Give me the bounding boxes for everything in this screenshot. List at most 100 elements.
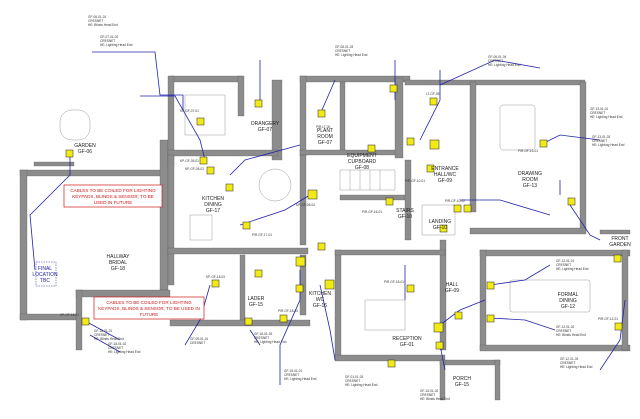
devices [65, 84, 623, 368]
sensor-device[interactable] [389, 84, 398, 93]
keypad-device[interactable] [426, 164, 435, 173]
keypad-device[interactable] [211, 279, 220, 288]
sensor-device[interactable] [406, 284, 415, 293]
cable-run [460, 199, 551, 216]
keypad-device[interactable] [307, 189, 318, 200]
device-label: KP-GF-18-01 [60, 313, 79, 317]
wall [339, 81, 346, 153]
keypad-device[interactable] [199, 156, 208, 165]
wall [494, 359, 501, 401]
sensor-device[interactable] [254, 99, 263, 108]
wall [299, 154, 307, 246]
sensor-device[interactable] [435, 341, 444, 350]
cable-run [321, 79, 336, 111]
wall [599, 229, 631, 235]
wall [334, 249, 342, 361]
keypad-device[interactable] [463, 204, 472, 213]
device-label: KP-GF-07-01 [180, 109, 199, 113]
sensor-device[interactable] [279, 314, 288, 323]
sensor-device[interactable] [429, 97, 438, 106]
wall [469, 81, 477, 213]
cable-run [569, 204, 601, 241]
stair-flight [339, 169, 396, 191]
device-label: PIR-GF-17-01 [252, 233, 272, 237]
sensor-device[interactable] [439, 224, 448, 233]
orangery-furniture [184, 94, 226, 136]
wall [33, 161, 75, 167]
sensor-device[interactable] [454, 311, 463, 320]
furniture [59, 94, 591, 331]
sensor-device[interactable] [254, 269, 263, 278]
note-box-bottom [93, 296, 205, 320]
keypad-device[interactable] [295, 256, 306, 267]
keypad-device[interactable] [225, 183, 234, 192]
device-label: PIR-GF-12-01 [598, 317, 618, 321]
wall [19, 169, 28, 321]
keypad-device[interactable] [81, 317, 90, 326]
wall [479, 344, 631, 352]
keypad-device[interactable] [486, 314, 495, 323]
sensor-device[interactable] [244, 317, 253, 326]
wall [469, 227, 587, 235]
wall [404, 79, 586, 86]
wall [167, 149, 279, 157]
sensor-device[interactable] [242, 221, 251, 230]
wall [19, 169, 171, 177]
sensor-device[interactable] [385, 197, 394, 206]
keypad-device[interactable] [453, 204, 462, 213]
keypad-device[interactable] [324, 279, 335, 290]
device-label: PIR-GF-10-02 [445, 199, 465, 203]
wall [299, 75, 411, 83]
wall [334, 249, 446, 256]
sensor-device[interactable] [539, 139, 548, 148]
device-label: KP-GF-05-04 [296, 203, 315, 207]
wall [237, 75, 245, 117]
keypad-device[interactable] [295, 284, 304, 293]
wall [169, 319, 311, 327]
cable-run [419, 70, 441, 141]
sofa [499, 104, 536, 151]
keypad-device[interactable] [614, 322, 623, 331]
wall [159, 139, 169, 291]
keypad-device[interactable] [429, 139, 440, 150]
cable-run [86, 321, 121, 341]
keypad-device[interactable] [206, 166, 215, 175]
wall [394, 77, 404, 159]
cable-run [140, 95, 206, 161]
keypad-device[interactable] [196, 117, 205, 126]
wall [479, 249, 487, 351]
kitchen-island [189, 214, 213, 241]
keypad-device[interactable] [567, 197, 576, 206]
sensor-device[interactable] [367, 144, 376, 153]
keypad-device[interactable] [486, 281, 495, 290]
garden-furniture [59, 109, 91, 141]
device-label: PIR-GF-10-01 [405, 179, 425, 183]
keypad-device[interactable] [317, 242, 326, 251]
keypad-device[interactable] [406, 137, 415, 146]
keypad-device[interactable] [433, 322, 444, 333]
wall [439, 359, 501, 366]
sensor-device[interactable] [317, 109, 326, 118]
device-label: LT-GF-09 [426, 92, 440, 96]
cable-run [319, 284, 336, 361]
wall [404, 159, 412, 241]
wall [75, 289, 83, 351]
sensor-device[interactable] [613, 254, 622, 263]
keypad-device[interactable] [65, 149, 74, 158]
sensor-device[interactable] [387, 359, 396, 368]
